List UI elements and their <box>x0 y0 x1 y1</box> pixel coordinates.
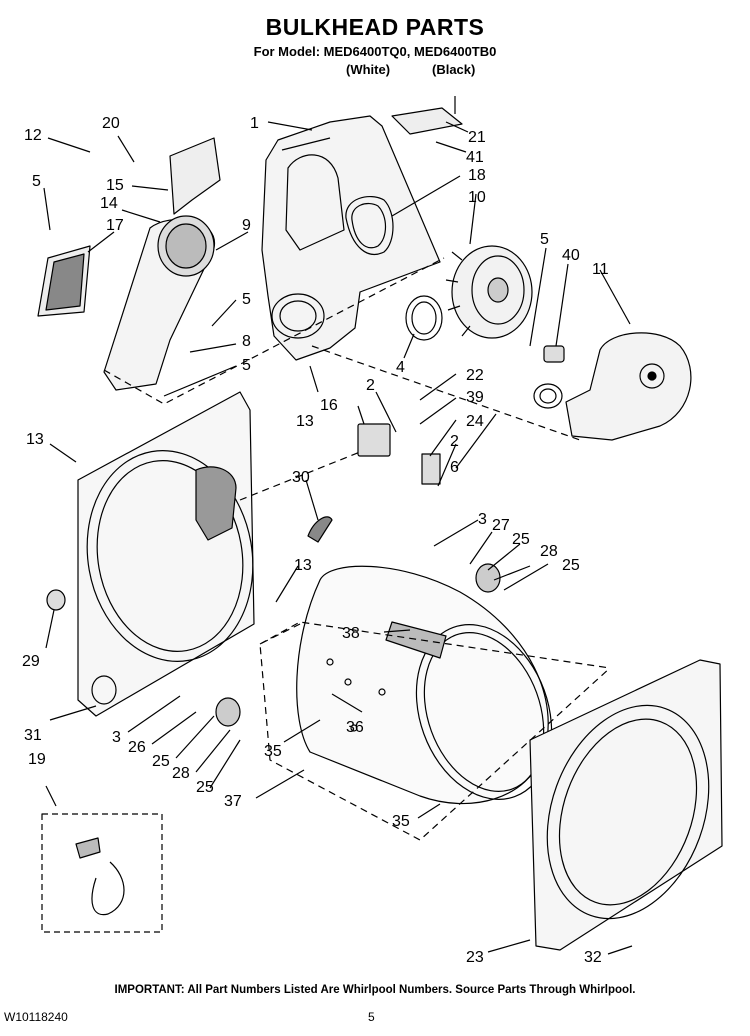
callout-12: 12 <box>24 127 42 144</box>
callout-31: 31 <box>24 727 42 744</box>
callout-17: 17 <box>106 217 124 234</box>
part-29-nut <box>46 589 66 611</box>
callout-13: 13 <box>294 557 312 574</box>
callout-11: 11 <box>592 261 609 278</box>
callout-13: 13 <box>26 431 44 448</box>
part-23-front-panel <box>529 659 723 951</box>
callout-19: 19 <box>28 751 46 768</box>
page-number: 5 <box>368 1010 375 1024</box>
callout-35: 35 <box>392 813 410 830</box>
callout-24: 24 <box>466 413 484 430</box>
assembly-guides <box>103 257 611 841</box>
callout-3: 3 <box>478 511 487 528</box>
callout-28: 28 <box>172 765 190 782</box>
leader-lines <box>43 121 633 955</box>
page-title: BULKHEAD PARTS <box>265 14 485 40</box>
part-28-roller-right <box>475 563 501 593</box>
part-6-gasket <box>533 383 563 409</box>
callout-5: 5 <box>540 231 549 248</box>
part-4-ring <box>405 295 443 341</box>
callout-13: 13 <box>296 413 314 430</box>
part-1-rear-bulkhead <box>261 115 441 361</box>
part-40-thermal-fuse <box>543 345 565 363</box>
part-16-sensor-bracket <box>357 423 391 457</box>
callout-25: 25 <box>562 557 580 574</box>
callout-3: 3 <box>112 729 121 746</box>
callout-8: 8 <box>242 333 251 350</box>
part-17-lint-screen <box>37 245 91 317</box>
callout-22: 22 <box>466 367 484 384</box>
part-24-sensor <box>421 453 441 485</box>
callout-28: 28 <box>540 543 558 560</box>
callout-2: 2 <box>366 377 375 394</box>
callout-10: 10 <box>468 189 486 206</box>
model-line: For Model: MED6400TQ0, MED6400TB0 <box>253 44 497 59</box>
important-note: IMPORTANT: All Part Numbers Listed Are W… <box>114 984 636 996</box>
callout-32: 32 <box>584 949 602 966</box>
callout-25: 25 <box>196 779 214 796</box>
callout-30: 30 <box>292 469 310 486</box>
part-15-bracket <box>169 137 221 215</box>
callout-15: 15 <box>106 177 124 194</box>
callout-16: 16 <box>320 397 338 414</box>
callout-27: 27 <box>492 517 510 534</box>
callout-labels: 1 2 2 3 3 4 5 5 5 5 5 6 8 9 10 11 12 13 … <box>22 115 609 966</box>
callout-5: 5 <box>242 291 251 308</box>
part-19-kit <box>41 813 163 933</box>
callout-40: 40 <box>562 247 580 264</box>
callout-23: 23 <box>466 949 484 966</box>
callout-9: 9 <box>242 217 251 234</box>
callout-6: 6 <box>450 459 459 476</box>
callout-29: 29 <box>22 653 40 670</box>
callout-2: 2 <box>450 433 459 450</box>
callout-21: 21 <box>468 129 486 146</box>
callout-5: 5 <box>242 357 251 374</box>
part-31-front-bulkhead <box>77 391 255 717</box>
variant-white: (White) <box>346 62 391 77</box>
callout-39: 39 <box>466 389 484 406</box>
variant-black: (Black) <box>432 62 476 77</box>
callout-18: 18 <box>468 167 486 184</box>
part-14-duct <box>103 215 215 391</box>
callout-38: 38 <box>342 625 360 642</box>
callout-14: 14 <box>100 195 118 212</box>
callout-1: 1 <box>250 115 259 132</box>
callout-37: 37 <box>224 793 242 810</box>
part-41-bracket <box>391 96 463 135</box>
callout-36: 36 <box>346 719 364 736</box>
callout-5: 5 <box>32 173 41 190</box>
callout-41: 41 <box>466 149 484 166</box>
document-id: W10118240 <box>4 1010 68 1024</box>
part-18-seal <box>345 196 394 255</box>
callout-25: 25 <box>512 531 530 548</box>
part-28-roller-left <box>215 697 241 727</box>
callout-35: 35 <box>264 743 282 760</box>
part-30-slide <box>307 516 333 543</box>
part-11-blower-housing <box>565 332 692 441</box>
callout-26: 26 <box>128 739 146 756</box>
callout-20: 20 <box>102 115 120 132</box>
part-10-blower-wheel <box>445 245 533 339</box>
callout-25: 25 <box>152 753 170 770</box>
callout-4: 4 <box>396 359 405 376</box>
